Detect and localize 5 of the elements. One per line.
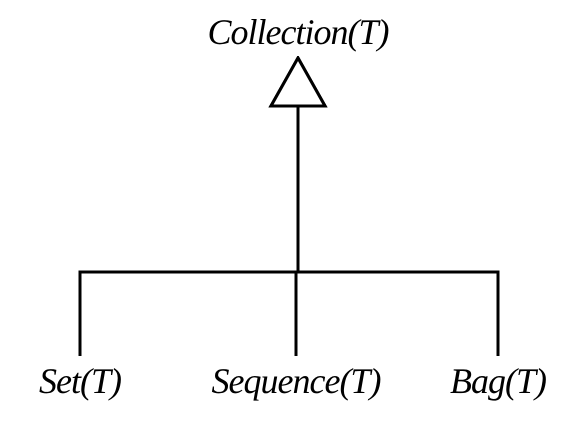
class-name: Bag(T) [450, 363, 546, 399]
class-name: Collection(T) [208, 14, 388, 50]
class-name: Set(T) [39, 363, 121, 399]
generalization-arrow [270, 56, 500, 356]
class-name: Sequence(T) [212, 363, 380, 399]
